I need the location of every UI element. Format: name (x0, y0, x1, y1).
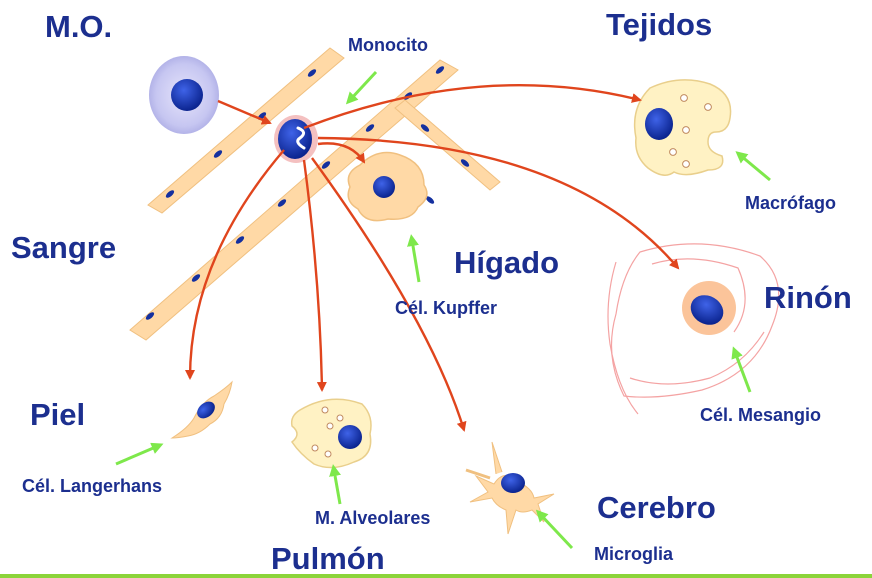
label-mesangio: Cél. Mesangio (700, 406, 821, 424)
label-monocito: Monocito (348, 36, 428, 54)
bottom-accent-bar (0, 574, 872, 578)
bone-marrow-precursor-icon (149, 56, 219, 134)
label-sangre: Sangre (11, 232, 116, 263)
label-kupffer: Cél. Kupffer (395, 299, 497, 317)
label-higado: Hígado (454, 247, 559, 278)
label-tejidos: Tejidos (606, 9, 712, 40)
macrophage-icon (635, 80, 731, 175)
alveolar-macrophage-icon (292, 399, 371, 467)
label-cerebro: Cerebro (597, 492, 716, 523)
label-rinon: Rinón (764, 282, 852, 313)
microglia-icon (466, 442, 554, 534)
label-mo: M.O. (45, 11, 112, 42)
label-microglia: Microglia (594, 545, 673, 563)
mesangial-cell-icon (608, 244, 779, 414)
label-piel: Piel (30, 399, 85, 430)
langerhans-cell-icon (172, 382, 232, 438)
label-alveolares: M. Alveolares (315, 509, 430, 527)
kupffer-cell-icon (348, 153, 427, 221)
label-langerhans: Cél. Langerhans (22, 477, 162, 495)
label-pulmon: Pulmón (271, 543, 385, 574)
label-macrofago: Macrófago (745, 194, 836, 212)
